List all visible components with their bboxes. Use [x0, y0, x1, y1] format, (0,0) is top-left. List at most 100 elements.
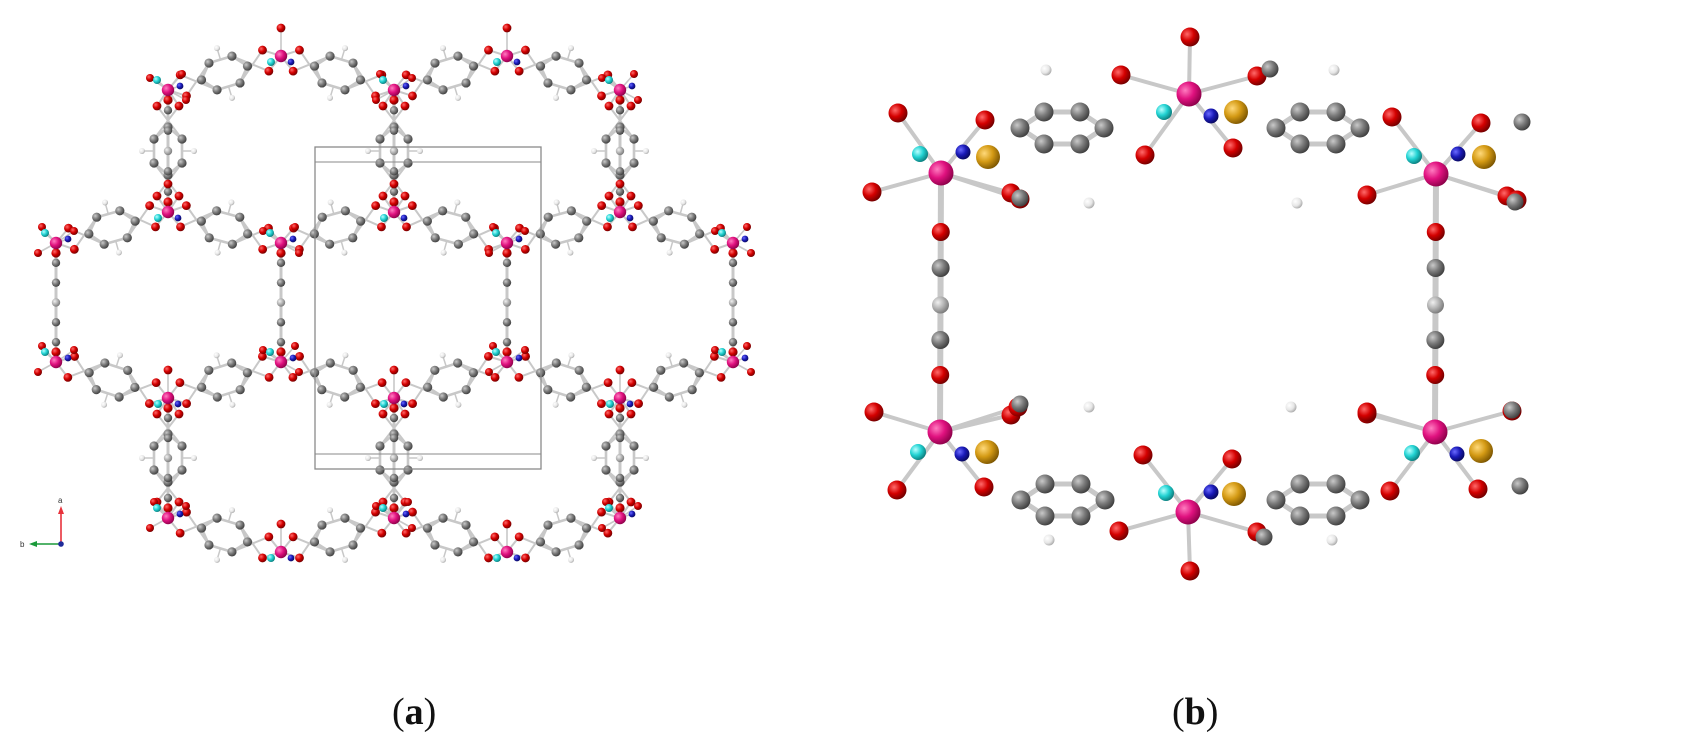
nitrogen-atom — [513, 58, 521, 66]
metal-atom — [1423, 161, 1449, 187]
carbon-atom — [615, 453, 625, 463]
carbon-atom — [1326, 102, 1346, 122]
carbon-atom — [177, 158, 187, 168]
carbon-atom — [728, 318, 738, 327]
carbon-atom — [1426, 259, 1445, 277]
hydrogen-atom — [1328, 64, 1340, 76]
oxygen-atom — [371, 399, 380, 409]
fluorine-atom — [266, 229, 274, 237]
sulfur-atom — [1222, 482, 1246, 506]
carbon-atom — [615, 187, 625, 196]
oxygen-atom — [710, 244, 720, 254]
carbon-atom — [276, 278, 286, 287]
hydrogen-atom — [214, 556, 221, 563]
carbon-atom — [1071, 506, 1091, 526]
carbon-atom — [1071, 474, 1091, 494]
oxygen-atom — [51, 248, 61, 258]
nitrogen-atom — [176, 82, 184, 90]
hydrogen-atom — [115, 249, 122, 256]
carbon-atom — [543, 212, 553, 222]
oxygen-atom — [378, 101, 388, 111]
hydrogen-atom — [643, 148, 649, 154]
carbon-atom — [1095, 490, 1115, 510]
metal-atom — [726, 236, 740, 250]
oxygen-atom — [626, 497, 636, 507]
sulfur-atom — [1469, 439, 1493, 463]
nitrogen-atom — [1449, 446, 1465, 462]
sulfur-atom — [975, 440, 999, 464]
oxygen-atom — [276, 248, 286, 258]
carbon-atom — [615, 473, 625, 483]
carbon-atom — [389, 433, 399, 443]
carbon-atom — [115, 206, 125, 216]
oxygen-atom — [502, 248, 512, 258]
fluorine-atom — [492, 348, 500, 356]
hydrogen-atom — [440, 556, 447, 563]
carbon-atom — [403, 441, 413, 451]
fluorine-atom — [267, 554, 275, 562]
carbon-atom — [695, 229, 705, 239]
hydrogen-atom — [455, 401, 462, 408]
oxygen-atom — [182, 96, 190, 104]
hydrogen-atom — [643, 455, 649, 461]
oxygen-atom — [728, 347, 738, 357]
carbon-atom — [163, 413, 173, 423]
nitrogen-atom — [626, 214, 634, 222]
nitrogen-atom — [513, 554, 521, 562]
oxygen-atom — [514, 66, 524, 76]
carbon-atom — [375, 441, 385, 451]
carbon-atom — [389, 453, 399, 463]
oxygen-atom — [288, 66, 298, 76]
carbon-atom — [664, 206, 674, 216]
carbon-atom — [309, 61, 320, 71]
carbon-atom — [679, 239, 689, 249]
carbon-atom — [574, 540, 584, 550]
hydrogen-atom — [342, 352, 349, 359]
carbon-atom — [1290, 474, 1310, 494]
oxygen-atom — [151, 378, 161, 388]
carbon-atom — [389, 473, 399, 483]
metal-atom — [274, 355, 288, 369]
oxygen-atom — [174, 191, 184, 201]
fluorine-atom — [1404, 445, 1420, 461]
fluorine-atom — [41, 348, 49, 356]
oxygen-atom — [931, 223, 950, 241]
hydrogen-atom — [228, 199, 235, 206]
metal-atom — [274, 545, 288, 559]
carbon-atom — [1426, 296, 1444, 314]
oxygen-atom — [728, 248, 738, 258]
carbon-atom — [163, 106, 173, 115]
oxygen-atom — [295, 553, 304, 563]
oxygen-atom — [259, 346, 267, 354]
hydrogen-atom — [454, 507, 461, 514]
fluorine-atom — [1156, 104, 1172, 120]
oxygen-atom — [743, 342, 751, 350]
oxygen-atom — [404, 498, 412, 506]
metal-atom — [500, 355, 514, 369]
oxygen-atom — [603, 378, 613, 388]
carbon-atom — [84, 229, 94, 239]
carbon-atom — [389, 146, 399, 156]
hydrogen-atom — [567, 249, 574, 256]
oxygen-atom — [1135, 145, 1155, 165]
oxygen-atom — [484, 351, 493, 361]
carbon-atom — [468, 368, 478, 378]
hydrogen-atom — [326, 401, 333, 408]
metal-atom — [49, 355, 63, 369]
oxygen-atom — [70, 346, 78, 354]
fluorine-atom — [718, 348, 726, 356]
carbon-atom — [615, 413, 625, 423]
carbon-atom — [1261, 60, 1279, 78]
metal-atom — [161, 391, 175, 405]
carbon-atom — [1011, 395, 1029, 413]
oxygen-atom — [502, 519, 512, 529]
oxygen-atom — [975, 110, 995, 130]
oxygen-atom — [1222, 449, 1242, 469]
carbon-atom — [502, 278, 512, 287]
oxygen-atom — [485, 249, 493, 257]
oxygen-atom — [604, 101, 614, 111]
oxygen-atom — [1380, 481, 1400, 501]
oxygen-atom — [1426, 366, 1445, 384]
carbon-atom — [615, 106, 625, 115]
nitrogen-atom — [515, 235, 523, 243]
